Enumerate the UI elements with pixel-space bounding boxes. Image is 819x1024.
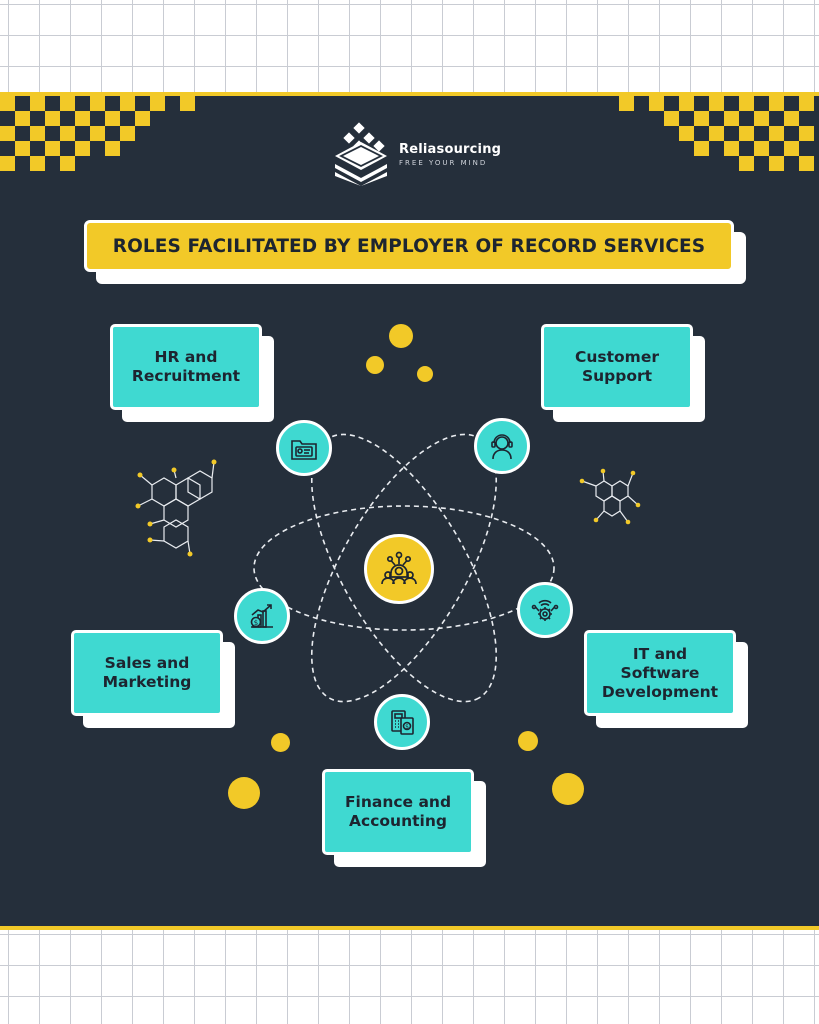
role-label: Sales and Marketing bbox=[102, 654, 192, 691]
center-icon-circle bbox=[364, 534, 434, 604]
molecule-left-dots bbox=[135, 459, 217, 557]
checker-square bbox=[150, 96, 165, 111]
svg-text:$: $ bbox=[254, 619, 258, 627]
checker-pattern-right bbox=[619, 96, 814, 171]
finance-icon-circle: $ bbox=[374, 694, 430, 750]
yellow-dot bbox=[366, 356, 384, 374]
checker-square bbox=[60, 156, 75, 171]
yellow-dot bbox=[417, 366, 433, 382]
growth-chart-dollar-icon: $ bbox=[250, 604, 273, 628]
checker-square bbox=[694, 111, 709, 126]
checker-square bbox=[60, 126, 75, 141]
checker-square bbox=[30, 96, 45, 111]
checker-square bbox=[180, 96, 195, 111]
yellow-dot bbox=[228, 777, 260, 809]
brand-name: Reliasourcing bbox=[399, 141, 502, 157]
checker-square bbox=[769, 156, 784, 171]
checker-square bbox=[679, 96, 694, 111]
checker-square bbox=[0, 96, 15, 111]
svg-text:$: $ bbox=[405, 724, 409, 731]
checker-square bbox=[769, 126, 784, 141]
checker-square bbox=[724, 141, 739, 156]
checker-square bbox=[664, 111, 679, 126]
checker-square bbox=[769, 96, 784, 111]
checker-square bbox=[694, 141, 709, 156]
checker-square bbox=[724, 111, 739, 126]
checker-square bbox=[754, 141, 769, 156]
checker-square bbox=[105, 141, 120, 156]
checker-square bbox=[15, 141, 30, 156]
checker-square bbox=[799, 156, 814, 171]
checker-square bbox=[799, 126, 814, 141]
checker-square bbox=[739, 96, 754, 111]
team-network-icon bbox=[381, 551, 417, 585]
checker-square bbox=[784, 141, 799, 156]
yellow-dot bbox=[518, 731, 538, 751]
folder-id-icon bbox=[291, 440, 317, 460]
checker-square bbox=[739, 126, 754, 141]
stacked-cubes-logo-icon bbox=[335, 122, 387, 186]
role-card-finance-accounting: Finance and Accounting bbox=[322, 769, 474, 855]
checker-square bbox=[30, 126, 45, 141]
checker-square bbox=[679, 126, 694, 141]
checker-square bbox=[754, 111, 769, 126]
hr-icon-circle bbox=[276, 420, 332, 476]
checker-square bbox=[90, 96, 105, 111]
molecule-right-icon bbox=[581, 470, 639, 523]
role-label: Customer Support bbox=[574, 348, 659, 385]
checker-square bbox=[120, 126, 135, 141]
checker-square bbox=[799, 96, 814, 111]
yellow-dot bbox=[552, 773, 584, 805]
calculator-document-icon: $ bbox=[391, 710, 414, 735]
checker-square bbox=[784, 111, 799, 126]
headset-agent-icon bbox=[491, 434, 513, 460]
brand-tagline: FREE YOUR MIND bbox=[399, 158, 488, 167]
role-label: HR and Recruitment bbox=[131, 348, 241, 385]
checker-square bbox=[105, 111, 120, 126]
role-card-it-software: IT and Software Development bbox=[584, 630, 736, 716]
brand-logo: Reliasourcing FREE YOUR MIND bbox=[333, 122, 501, 186]
checker-square bbox=[15, 111, 30, 126]
checker-square bbox=[709, 126, 724, 141]
checker-square bbox=[60, 96, 75, 111]
checker-square bbox=[649, 96, 664, 111]
checker-pattern-left bbox=[0, 96, 195, 171]
checker-square bbox=[739, 156, 754, 171]
checker-square bbox=[45, 141, 60, 156]
molecule-right-dots bbox=[579, 468, 641, 525]
checker-square bbox=[75, 111, 90, 126]
network-gear-icon bbox=[531, 599, 559, 621]
title-banner: ROLES FACILITATED BY EMPLOYER OF RECORD … bbox=[84, 220, 734, 272]
checker-square bbox=[709, 96, 724, 111]
role-card-customer-support: Customer Support bbox=[541, 324, 693, 410]
checker-square bbox=[0, 126, 15, 141]
checker-square bbox=[30, 156, 45, 171]
checker-square bbox=[75, 141, 90, 156]
role-card-sales-marketing: Sales and Marketing bbox=[71, 630, 223, 716]
role-label: Finance and Accounting bbox=[344, 793, 452, 830]
checker-square bbox=[0, 156, 15, 171]
yellow-dot bbox=[389, 324, 413, 348]
page-title: ROLES FACILITATED BY EMPLOYER OF RECORD … bbox=[112, 235, 706, 257]
checker-square bbox=[120, 96, 135, 111]
role-label: IT and Software Development bbox=[601, 644, 719, 701]
role-card-hr-recruitment: HR and Recruitment bbox=[110, 324, 262, 410]
sales-icon-circle: $ bbox=[234, 588, 290, 644]
yellow-dot bbox=[271, 733, 290, 752]
checker-square bbox=[135, 111, 150, 126]
support-icon-circle bbox=[474, 418, 530, 474]
checker-square bbox=[45, 111, 60, 126]
it-icon-circle bbox=[517, 582, 573, 638]
checker-square bbox=[619, 96, 634, 111]
checker-square bbox=[90, 126, 105, 141]
